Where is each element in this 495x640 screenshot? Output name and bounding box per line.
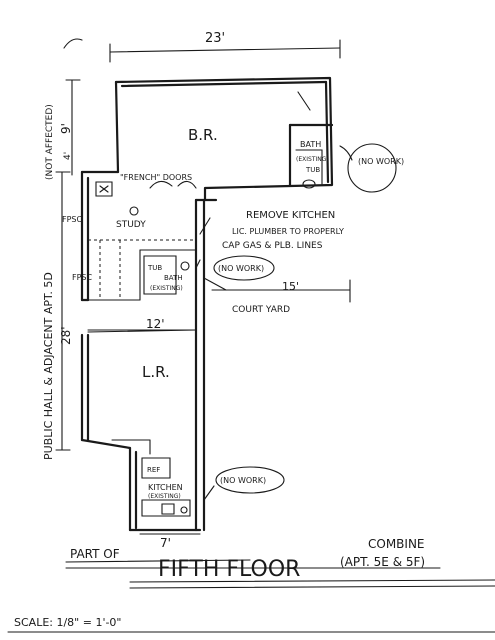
- dim-bottom-width: 7': [160, 536, 171, 550]
- upper-bath-area: [295, 91, 323, 189]
- no-work-note-2: (NO WORK): [218, 264, 264, 273]
- room-label-kitchen: KITCHEN: [148, 483, 183, 492]
- no-work-bubble-2: [213, 255, 275, 281]
- room-label-bedroom: B.R.: [188, 126, 218, 144]
- scale-note: SCALE: 1/8" = 1'-0": [14, 616, 122, 629]
- dim-court-yard: 15': [282, 280, 299, 293]
- tub-upper-label: TUB: [305, 166, 320, 174]
- bath-middle-note: (EXISTING): [150, 285, 183, 292]
- french-doors-note: "FRENCH" DOORS: [120, 173, 192, 182]
- dim-br-depth-small: 4': [63, 152, 73, 160]
- room-label-bath-upper: BATH: [300, 140, 321, 149]
- remove-kitchen-note-3: CAP GAS & PLB. LINES: [222, 241, 323, 251]
- no-work-bubble-3: [215, 466, 285, 494]
- room-label-study: STUDY: [116, 220, 146, 230]
- remove-kitchen-note-1: REMOVE KITCHEN: [246, 210, 335, 221]
- court-yard-lines: [203, 277, 351, 303]
- tub-middle-label: TUB: [147, 264, 162, 272]
- title-underlines: [7, 559, 495, 633]
- no-work-note-3: (NO WORK): [220, 476, 266, 485]
- room-label-bath-middle: BATH: [164, 274, 183, 282]
- study-area: [87, 180, 197, 301]
- room-label-living-room: L.R.: [142, 363, 170, 381]
- public-hall-note: PUBLIC HALL & ADJACENT APT. 5D: [42, 272, 55, 460]
- kitchen-area: [141, 457, 191, 517]
- title-prefix: PART OF: [70, 547, 120, 561]
- dim-lr-width: 12': [146, 317, 165, 331]
- study-smoke-detector-icon: [129, 206, 139, 216]
- dimension-lines: [55, 39, 341, 535]
- kitchen-note: (EXISTING): [148, 493, 181, 500]
- title: FIFTH FLOOR: [158, 557, 300, 582]
- title-note-top: COMBINE: [368, 537, 425, 551]
- bath-upper-note: (EXISTING): [296, 156, 329, 163]
- dim-br-depth: 9': [59, 123, 73, 134]
- fpsc-label-1: FPSC: [62, 215, 83, 224]
- bedroom-walls: [114, 76, 334, 202]
- dim-top-width: 23': [205, 31, 225, 46]
- not-affected-note: (NOT AFFECTED): [45, 104, 55, 180]
- left-apartment-walls: [80, 170, 218, 532]
- dim-total-depth: 28': [59, 326, 73, 345]
- title-note: (APT. 5E & 5F): [340, 555, 425, 569]
- ref-label: REF: [147, 466, 160, 474]
- court-yard-label: COURT YARD: [232, 305, 290, 315]
- living-room-area: [87, 329, 197, 455]
- remove-kitchen-note-2: LIC. PLUMBER TO PROPERLY: [232, 227, 344, 236]
- no-work-note-1: (NO WORK): [358, 157, 404, 166]
- no-work-bubble-1: [347, 143, 397, 193]
- fpsc-label-2: FPSC: [72, 273, 93, 282]
- leader-lines: [63, 38, 353, 501]
